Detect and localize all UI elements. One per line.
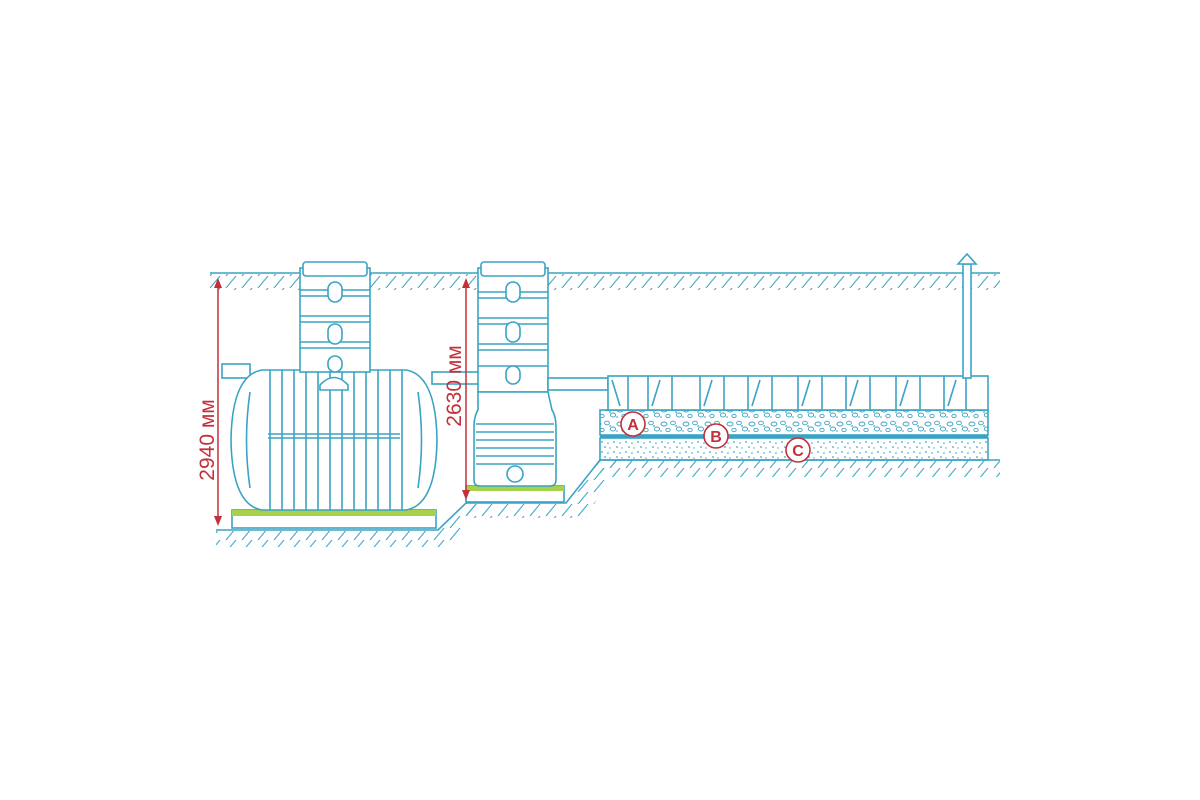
filter-well-height-label: 2630 мм <box>443 345 466 426</box>
layer-marker-b-label: B <box>710 429 722 446</box>
septic-tank <box>221 261 483 529</box>
layer-marker-c-label: C <box>792 443 804 460</box>
inlet-pipe <box>221 363 251 379</box>
layer-marker-b: B <box>703 423 729 449</box>
infiltration-field <box>599 252 989 461</box>
filter-well-height-dimension <box>462 278 470 500</box>
layer-marker-c: C <box>785 437 811 463</box>
septic-tank-height-label: 2940 мм <box>196 399 219 480</box>
layer-marker-a: A <box>620 411 646 437</box>
excavation-profile <box>216 459 1000 547</box>
filter-well-body <box>473 391 557 487</box>
septic-tank-body <box>230 369 438 511</box>
infiltration-tunnels <box>607 375 989 411</box>
gravel-layer <box>599 409 989 436</box>
filter-well <box>465 261 609 503</box>
layer-marker-a-label: A <box>627 417 639 434</box>
septic-tank-height-dimension <box>214 278 222 526</box>
outlet-pipe <box>547 377 609 391</box>
ventilation-pipe <box>956 252 978 379</box>
